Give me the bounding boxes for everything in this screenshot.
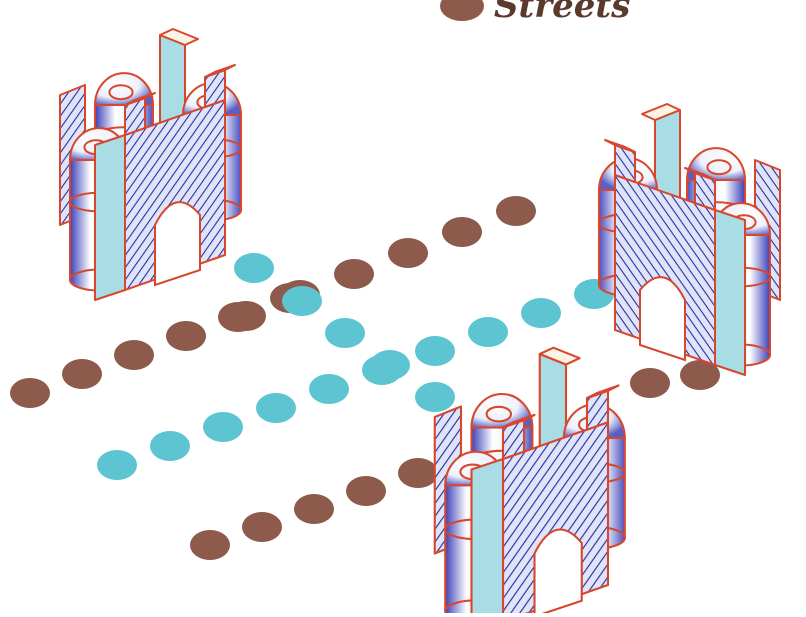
- building-archway: [640, 277, 685, 360]
- building-side-wall: [715, 210, 745, 375]
- path-dot: [325, 318, 365, 348]
- street-dot: [226, 301, 266, 331]
- street-dot: [166, 321, 206, 351]
- path-dot: [309, 374, 349, 404]
- street-dot: [334, 259, 374, 289]
- path-dot: [415, 336, 455, 366]
- path-dot: [521, 298, 561, 328]
- street-dot: [294, 494, 334, 524]
- street-dot: [190, 530, 230, 560]
- building-top-left: [60, 29, 241, 300]
- building-archway: [155, 202, 200, 285]
- path-dot: [234, 253, 274, 283]
- street-dot: [442, 217, 482, 247]
- building-right: [599, 104, 780, 375]
- buildings-layer: [60, 29, 780, 613]
- street-dot: [242, 512, 282, 542]
- path-dot: [370, 350, 410, 380]
- path-dot: [415, 382, 455, 412]
- building-side-wall: [472, 459, 504, 613]
- building-side-wall: [95, 135, 125, 300]
- legend-label-streets: Streets: [494, 0, 630, 26]
- building-bottom: [435, 348, 625, 613]
- street-dot: [10, 378, 50, 408]
- brown-dot-icon: [440, 0, 484, 21]
- street-dot: [114, 340, 154, 370]
- path-dot: [468, 317, 508, 347]
- street-dot: [630, 368, 670, 398]
- path-dot: [150, 431, 190, 461]
- path-dot: [97, 450, 137, 480]
- street-dot: [388, 238, 428, 268]
- path-dot: [256, 393, 296, 423]
- street-dot: [496, 196, 536, 226]
- legend: Streets: [440, 0, 630, 26]
- path-dot: [203, 412, 243, 442]
- street-dot: [62, 359, 102, 389]
- street-dot: [398, 458, 438, 488]
- street-dot: [346, 476, 386, 506]
- path-dot: [282, 286, 322, 316]
- building-archway: [535, 530, 582, 614]
